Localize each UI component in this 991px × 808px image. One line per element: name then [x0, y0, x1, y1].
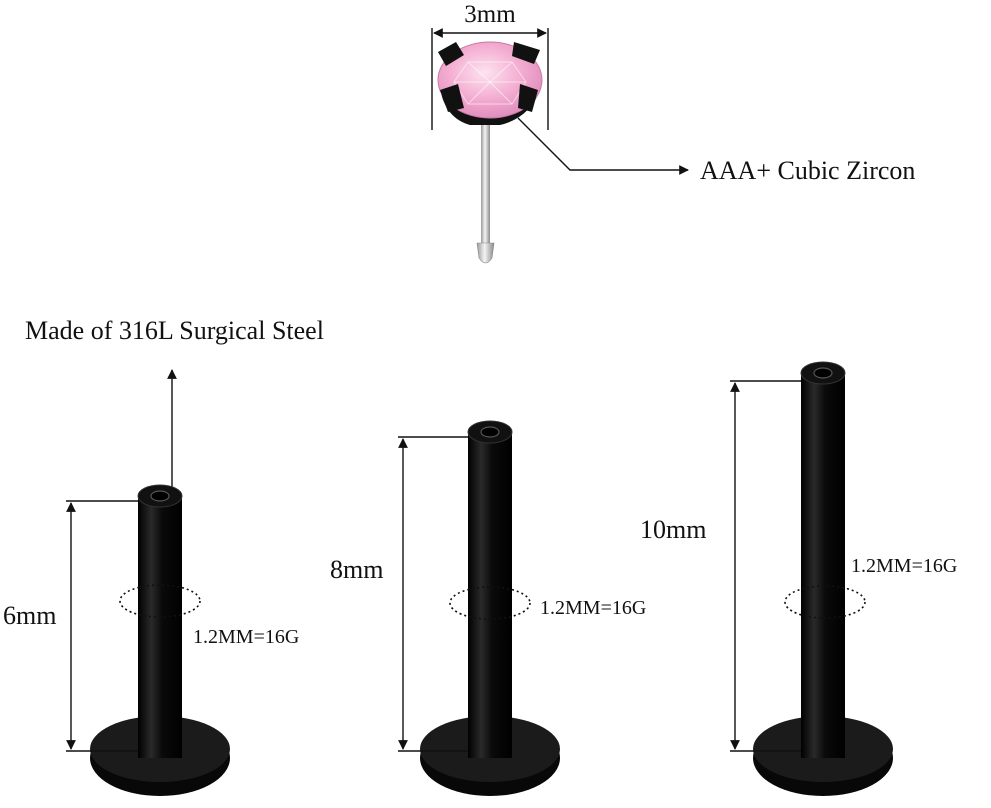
gem-top: 3mm AAA+ Cubic Zircon [431, 1, 915, 264]
post-2-length-label: 8mm [330, 555, 383, 584]
pink-gem [437, 41, 543, 119]
labret-post-10mm: 10mm 1.2MM=16G [640, 361, 957, 796]
pin-tip [476, 242, 495, 264]
post-3-length-label: 10mm [640, 515, 706, 544]
post-3-shaft [801, 373, 845, 758]
post-1-gauge-ring [119, 584, 201, 618]
post-3-gauge-ring [784, 585, 866, 619]
post-2-gauge-label: 1.2MM=16G [540, 597, 646, 619]
post-2-gauge-ring [449, 586, 531, 620]
prong-top-right [512, 42, 540, 64]
prong-bottom-right [518, 84, 538, 112]
gem-facets [453, 61, 527, 105]
prong-bottom-left [440, 84, 464, 112]
post-1-thread-hole [150, 490, 170, 502]
gem-width-label: 3mm [464, 1, 516, 28]
post-2-shaft [468, 432, 512, 758]
pin-shaft [481, 118, 490, 243]
labret-post-6mm: 6mm 1.2MM=16G [3, 484, 299, 796]
post-1-gauge-label: 1.2MM=16G [193, 626, 299, 648]
post-3-thread-hole [813, 367, 833, 379]
post-2-thread-hole [480, 426, 500, 438]
post-3-gauge-label: 1.2MM=16G [851, 555, 957, 577]
prong-top-left [438, 42, 464, 66]
steel-material-label: Made of 316L Surgical Steel [25, 316, 324, 345]
post-1-shaft [138, 496, 182, 758]
labret-post-8mm: 8mm 1.2MM=16G [330, 420, 646, 796]
gem-material-leader [517, 117, 689, 175]
post-1-length-label: 6mm [3, 601, 56, 630]
gem-material-label: AAA+ Cubic Zircon [700, 156, 915, 185]
